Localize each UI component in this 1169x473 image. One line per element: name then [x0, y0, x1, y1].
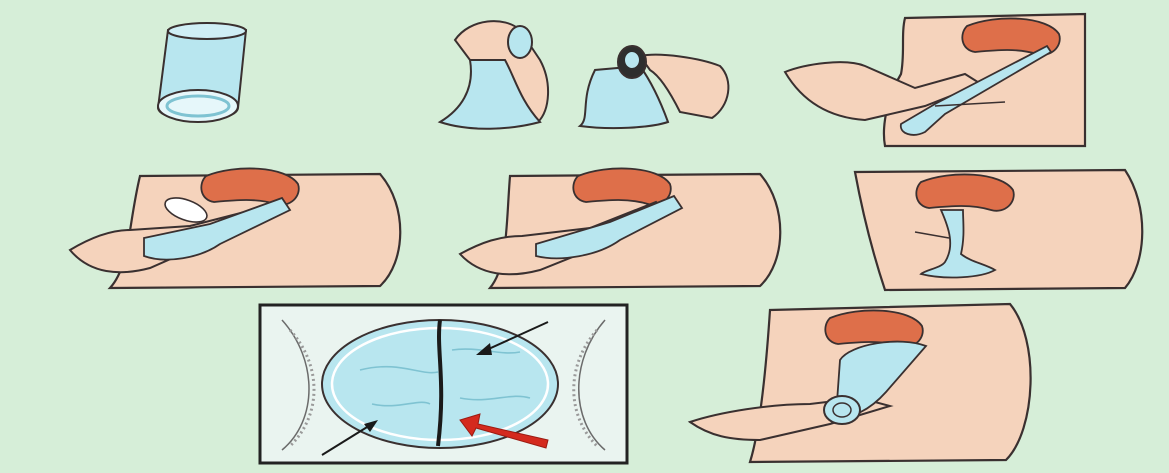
female-condom-illustration: [158, 23, 246, 122]
outer-ring-inset: [260, 305, 627, 463]
device-in-place-illustration: [855, 170, 1142, 290]
